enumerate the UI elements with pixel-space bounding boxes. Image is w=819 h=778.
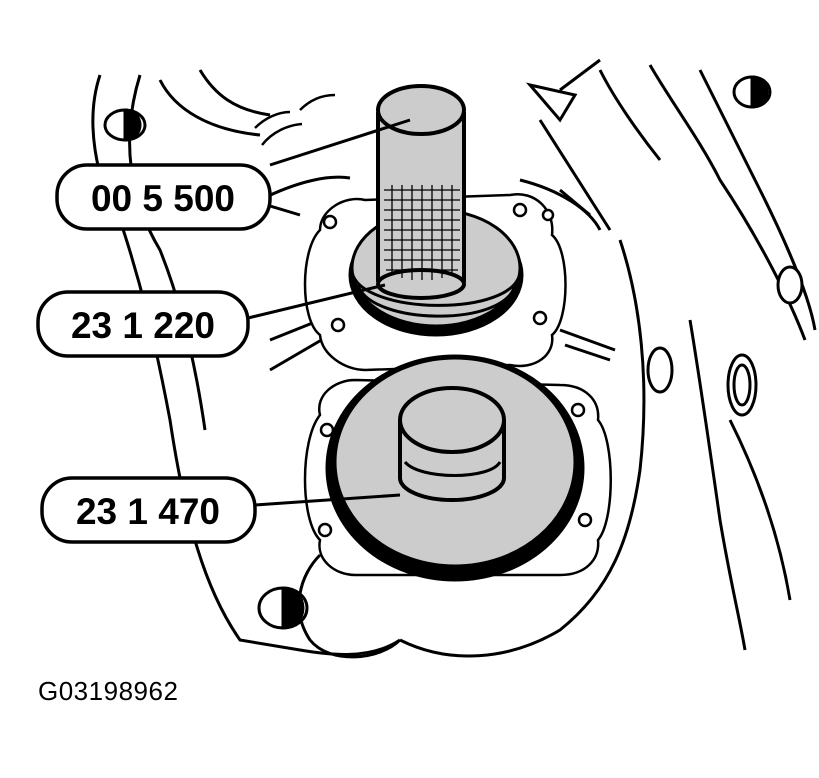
press-tool-handle [376,84,466,300]
knurled-grip [384,185,460,280]
callout-label: 00 5 500 [91,178,235,219]
lower-installer-disc [325,354,585,582]
leader-lines [247,118,411,507]
transmission-housing [91,58,817,659]
callout-box [55,163,272,231]
callout-23-1-220: 23 1 220 [36,290,250,358]
callout-label: 23 1 220 [71,305,215,346]
bolt-holes [103,75,804,630]
motion-lines [254,93,336,146]
callout-label: 23 1 470 [76,491,220,532]
figure-id: G03198962 [38,676,179,706]
callout-box [36,290,250,358]
callout-box [40,476,257,544]
callout-00-5-500: 00 5 500 [55,163,272,231]
callout-23-1-470: 23 1 470 [40,476,257,544]
